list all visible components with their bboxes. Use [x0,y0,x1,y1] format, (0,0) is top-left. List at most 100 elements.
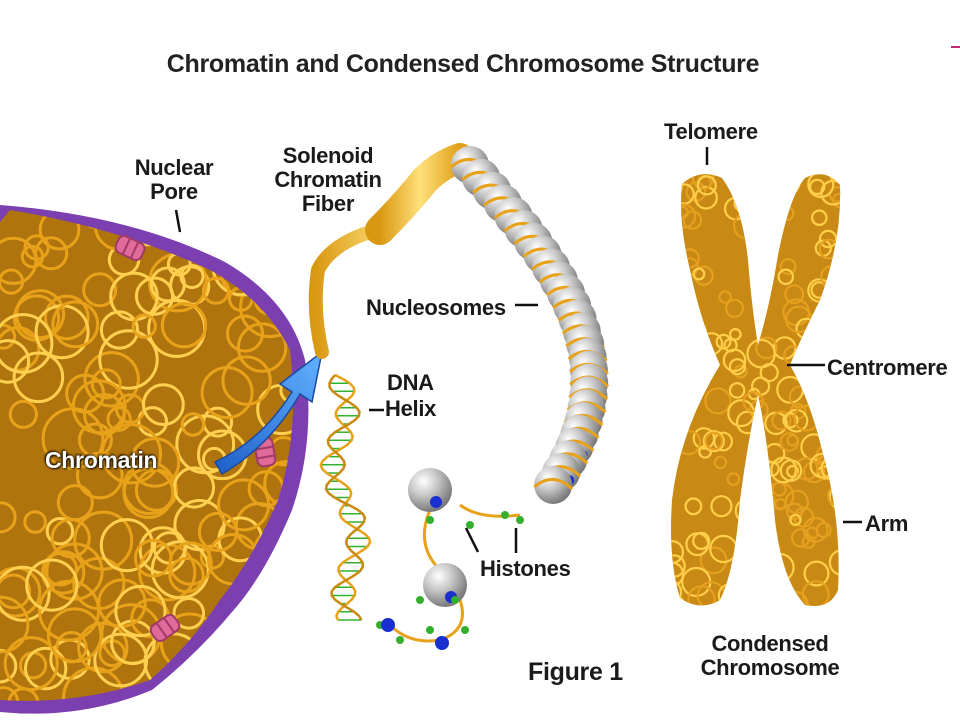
solenoid-label-line1: Solenoid [282,143,374,168]
diagram-title: Chromatin and Condensed Chromosome Struc… [166,50,760,78]
chromatin-loop [180,412,206,437]
chromosome-loop [702,430,725,453]
chromosome-loop [779,258,797,276]
chromosome-loop [763,573,776,587]
solenoid-label-line3: Fiber [301,191,355,216]
chromatin-loop [0,573,32,610]
chromatin-loop [77,621,129,674]
pore-ridge [163,617,176,634]
chromosome-loop [771,174,801,197]
chromosome-loop [687,585,716,606]
chromosome-loop [755,336,778,360]
chromosome-loop [784,489,810,515]
dna-strand [319,373,372,621]
histone-tail-dot [466,521,474,529]
chromosome-loop [838,252,841,265]
chromatin-loop [90,368,122,400]
chromosome-loop [771,410,792,431]
chromatin-loop [0,323,17,350]
nucleus-group [0,205,309,714]
chromosome-loop [728,382,746,399]
chromosome-loop [763,589,782,606]
chromatin-loop [98,329,159,390]
chromosome-loop [688,322,707,341]
chromosome-loop [696,175,717,196]
chromosome-loop [757,206,770,220]
chromosome-loop [671,254,682,278]
chromatin-loop [46,607,103,664]
pore-ridge [255,445,274,451]
chromatin-loop [266,569,294,610]
chromatin-loop [114,584,167,638]
nuclear-pore [253,436,277,468]
chromosome-loop [704,431,724,451]
chromosome-loop [671,595,686,606]
chromosome-loop [758,228,779,249]
chromosome-loop [828,548,841,576]
chromosome-loop [832,298,841,311]
chromosome-loop [671,276,688,298]
chromosome-loop [728,358,747,376]
chromatin-loop [12,351,65,404]
pore-ridge [121,237,132,255]
chromosome-loop [682,210,703,230]
nucleosome [534,466,573,504]
chromosome-loop [839,401,841,417]
solenoid-label-line2: Chromatin [274,167,382,192]
histone-tail-dot [396,636,404,644]
chromosome-loop [801,580,830,606]
chromatin-loop [253,223,292,261]
chromatin-loop [131,313,157,339]
chromatin-loop [45,517,75,546]
chromatin-loop [24,646,68,691]
histone-tail-dot [516,516,524,524]
chromatin-loop [168,556,205,594]
histone-dot [435,636,449,650]
nucleosome-loose [408,468,452,512]
chromosome-loop [671,174,683,199]
chromosome-loop [803,560,830,587]
chromatin-loop [77,422,113,458]
chromosome-loop [671,174,682,199]
chromatin-loop [173,498,226,552]
chromatin-loop [246,215,294,267]
nucleosome-loose [423,563,467,607]
pore-ridge [129,241,140,259]
chromosome-loop [753,440,769,456]
chromosome-loop [815,401,828,414]
chromosome-loop [752,536,781,566]
chromatin-loop [0,236,38,285]
chromosome-loop [671,411,677,424]
chromatin-loop [160,302,208,349]
chromatin-loop [0,595,30,654]
chromatin-loop [197,511,239,553]
chromosome-loop [677,304,702,329]
chromosome-loop [770,188,789,208]
chromatin-loop [234,597,294,661]
chromatin-loop [23,510,47,534]
chromosome-loop [828,482,841,512]
chromatin-loop [93,632,149,688]
nuclear-pore [149,613,181,643]
histone-tail-dot [501,511,509,519]
nuclear-pore-label-line1: Nuclear [134,155,214,180]
chromosome-loop [754,491,776,513]
chromatin-loop [3,636,59,692]
telomere-label: Telomere [664,119,758,144]
chromosome-loop [694,186,718,210]
chromosome-loop [733,194,751,213]
chromosome-loop [829,468,841,484]
chromatin-loop [8,399,38,429]
pore-ring [149,613,181,643]
chromatin-loop [99,310,140,350]
leader-line [464,527,480,553]
chromatin-loop [278,232,294,272]
chromosome-loop [840,177,841,192]
chromosome-loop [779,432,800,452]
chromatin-loop [83,393,126,436]
nuclear-pore-label: Nuclear Pore [128,156,220,204]
chromosome-loop [681,335,709,362]
chromosome-loop [771,481,787,497]
chromatin-loop [25,558,79,612]
chromosome-loop [762,231,779,248]
